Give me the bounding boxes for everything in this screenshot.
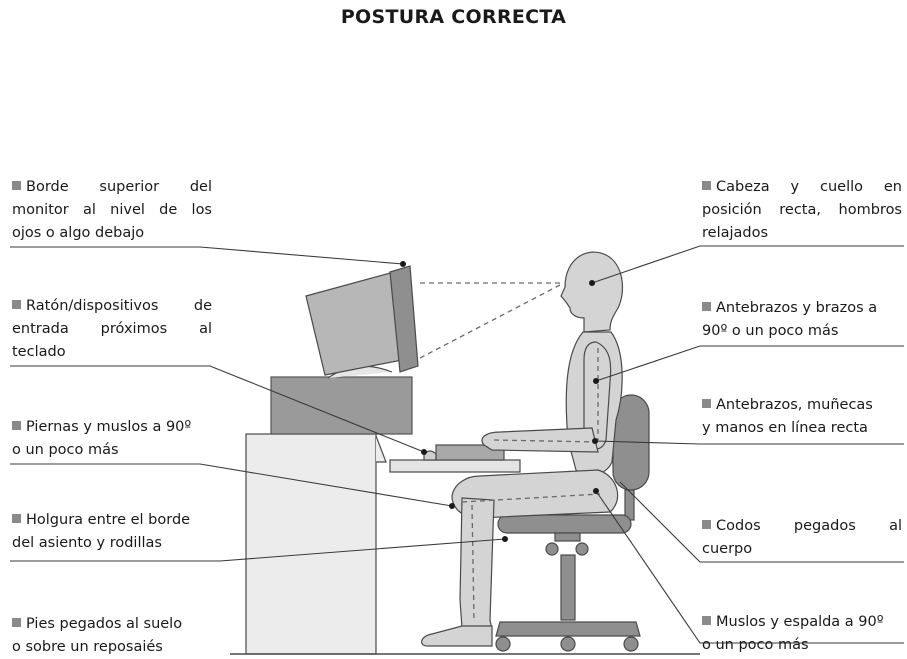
square-bullet-icon [12, 181, 21, 190]
label-raton: Ratón/dispositivos de entrada próximos a… [12, 298, 212, 360]
square-bullet-icon [12, 300, 21, 309]
square-bullet-icon [702, 520, 711, 529]
square-bullet-icon [702, 399, 711, 408]
monitor [305, 265, 419, 379]
keyboard [435, 444, 505, 461]
desk [245, 433, 521, 655]
label-monitor: Borde superior del monitor al nivel de l… [12, 179, 212, 241]
label-antebrazos-90: Antebrazos y brazos a 90º o un poco más [702, 300, 878, 339]
label-muslos: Muslos y espalda a 90º o un poco más [702, 614, 884, 653]
callout-dots [400, 261, 599, 542]
page-title: POSTURA CORRECTA [340, 6, 567, 28]
square-bullet-icon [12, 618, 21, 627]
square-bullet-icon [12, 514, 21, 523]
square-bullet-icon [702, 616, 711, 625]
square-bullet-icon [702, 302, 711, 311]
computer-tower [270, 376, 413, 435]
label-piernas: Piernas y muslos a 90º o un poco más [12, 419, 192, 458]
seated-person [421, 251, 624, 647]
callout-lines [10, 245, 904, 644]
label-pies: Pies pegados al suelo o sobre un reposai… [12, 616, 183, 655]
square-bullet-icon [702, 181, 711, 190]
label-holgura: Holgura entre el borde del asiento y rod… [12, 512, 191, 551]
label-antebrazos-linea: Antebrazos, muñecas y manos en línea rec… [702, 397, 873, 436]
label-cabeza: Cabeza y cuello en posición recta, hombr… [702, 179, 902, 241]
square-bullet-icon [12, 421, 21, 430]
label-codos: Codos pegados al cuerpo [702, 518, 902, 557]
